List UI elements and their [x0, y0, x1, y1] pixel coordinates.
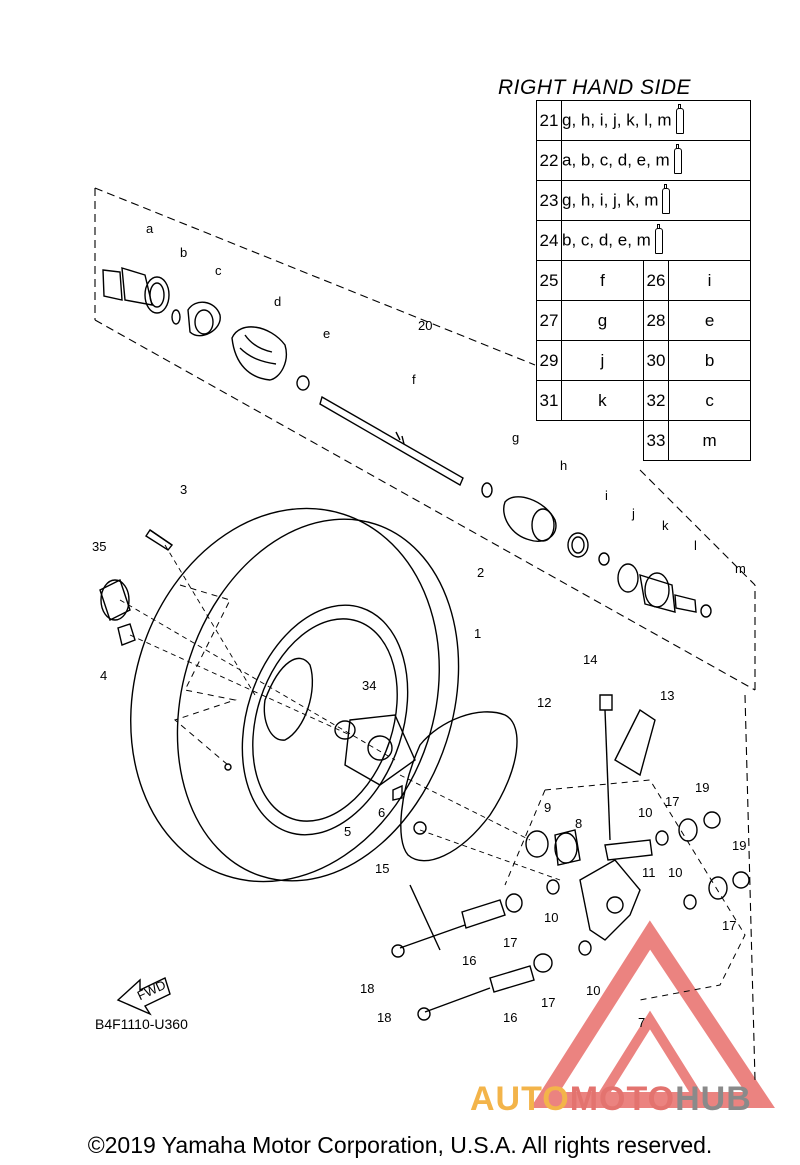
callout-8: 8	[575, 816, 582, 831]
row-value: j	[561, 340, 644, 381]
row-number: 22	[536, 140, 562, 181]
table-title: RIGHT HAND SIDE	[498, 76, 692, 99]
callout-m: m	[735, 561, 746, 576]
knuckle-dashed-frame	[173, 584, 746, 1001]
hub-rotor-knuckle	[99, 529, 750, 1021]
row-letters: b, c, d, e, m	[561, 220, 751, 261]
callout-i: i	[605, 488, 608, 503]
callout-d: d	[274, 294, 281, 309]
row-value: m	[668, 420, 751, 461]
callout-a: a	[146, 221, 154, 236]
row-number: 32	[642, 380, 670, 421]
table-row: 29 j 30 b	[536, 340, 751, 381]
row-number: 31	[536, 380, 562, 421]
callout-4: 4	[100, 668, 107, 683]
table-row: 23 g, h, i, j, k, m	[536, 180, 751, 221]
callout-g: g	[512, 430, 519, 445]
callout-f: f	[412, 372, 416, 387]
grease-tube-icon	[654, 223, 663, 254]
copyright-notice: ©2019 Yamaha Motor Corporation, U.S.A. A…	[87, 1132, 713, 1158]
row-number: 21	[536, 100, 562, 141]
callout-18a: 18	[360, 981, 374, 996]
empty-cell	[537, 421, 562, 461]
row-number: 33	[642, 420, 670, 461]
row-number: 25	[536, 260, 562, 301]
row-value: k	[561, 380, 644, 421]
watermark-text: AUTOMOTOHUB	[470, 1080, 752, 1118]
table-row: 21 g, h, i, j, k, l, m	[536, 100, 751, 141]
callout-16b: 16	[503, 1010, 517, 1025]
row-number: 26	[642, 260, 670, 301]
callout-19b: 19	[732, 838, 746, 853]
callout-12: 12	[537, 695, 551, 710]
callout-10d: 10	[586, 983, 600, 998]
watermark-logo	[530, 920, 775, 1108]
empty-cell	[561, 420, 644, 461]
row-value: i	[668, 260, 751, 301]
row-letters: g, h, i, j, k, l, m	[561, 100, 751, 141]
row-value: c	[668, 380, 751, 421]
callout-17c: 17	[503, 935, 517, 950]
row-letters: a, b, c, d, e, m	[561, 140, 751, 181]
callout-9: 9	[544, 800, 551, 815]
callout-15: 15	[375, 861, 389, 876]
callout-34: 34	[362, 678, 376, 693]
callout-10a: 10	[638, 805, 652, 820]
tire-and-wheel	[130, 507, 460, 883]
table-row: 22 a, b, c, d, e, m	[536, 140, 751, 181]
row-number: 23	[536, 180, 562, 221]
callout-10c: 10	[544, 910, 558, 925]
callout-6: 6	[378, 805, 385, 820]
axle-dashed-frame	[94, 187, 756, 1081]
callout-7: 7	[638, 1015, 645, 1030]
fwd-arrow-icon: FWD	[116, 977, 171, 1016]
callout-20: 20	[418, 318, 432, 333]
row-number: 28	[642, 300, 670, 341]
table-row: 25 f 26 i	[536, 260, 751, 301]
callout-13: 13	[660, 688, 674, 703]
callout-14: 14	[583, 652, 597, 667]
row-value: f	[561, 260, 644, 301]
diagram-code: B4F1110-U360	[95, 1016, 188, 1032]
row-letters: g, h, i, j, k, m	[561, 180, 751, 221]
row-value: e	[668, 300, 751, 341]
callout-labels: a b c d e f g h i j k l m 20 3 35 2 1 4 …	[92, 221, 746, 1030]
table-row: 24 b, c, d, e, m	[536, 220, 751, 261]
callout-b: b	[180, 245, 187, 260]
callout-e: e	[323, 326, 330, 341]
callout-2: 2	[477, 565, 484, 580]
table-row: 33 m	[537, 420, 751, 461]
callout-k: k	[662, 518, 669, 533]
row-number: 30	[642, 340, 670, 381]
row-value: g	[561, 300, 644, 341]
table-row: 27 g 28 e	[536, 300, 751, 341]
right-hand-side-table: 21 g, h, i, j, k, l, m 22 a, b, c, d, e,…	[536, 100, 751, 461]
callout-1: 1	[474, 626, 481, 641]
row-number: 24	[536, 220, 562, 261]
callout-17a: 17	[665, 794, 679, 809]
drive-axle	[102, 267, 712, 618]
callout-19a: 19	[695, 780, 709, 795]
row-number: 27	[536, 300, 562, 341]
grease-tube-icon	[675, 103, 684, 134]
callout-h: h	[560, 458, 567, 473]
callout-c: c	[215, 263, 222, 278]
callout-16a: 16	[462, 953, 476, 968]
callout-17d: 17	[541, 995, 555, 1010]
callout-10b: 10	[668, 865, 682, 880]
row-value: b	[668, 340, 751, 381]
callout-35: 35	[92, 539, 106, 554]
callout-3: 3	[180, 482, 187, 497]
table-row: 31 k 32 c	[536, 380, 751, 421]
grease-tube-icon	[662, 183, 671, 214]
callout-j: j	[631, 506, 635, 521]
callout-17b: 17	[722, 918, 736, 933]
row-number: 29	[536, 340, 562, 381]
grease-tube-icon	[673, 143, 682, 174]
callout-5: 5	[344, 824, 351, 839]
callout-l: l	[694, 538, 697, 553]
callout-18b: 18	[377, 1010, 391, 1025]
callout-11: 11	[642, 865, 656, 880]
